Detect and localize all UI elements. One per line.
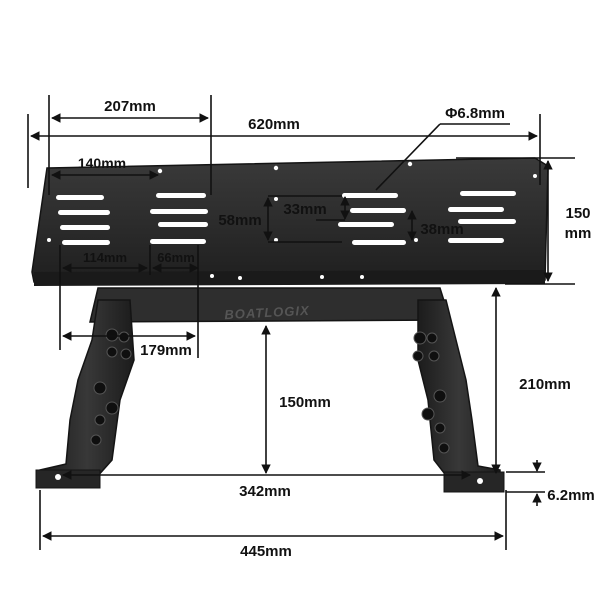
label-114mm: 114mm <box>83 250 127 265</box>
label-445mm: 445mm <box>240 543 292 560</box>
left-foot <box>35 469 101 489</box>
label-207mm: 207mm <box>104 98 156 115</box>
bracket-product-image: BOATLOGIX <box>31 157 549 493</box>
label-6-2mm: 6.2mm <box>547 487 595 504</box>
label-150-unit: mm <box>565 225 592 242</box>
label-150mm: 150mm <box>279 394 331 411</box>
label-66mm: 66mm <box>157 250 195 265</box>
label-58mm: 58mm <box>218 212 261 229</box>
label-179mm: 179mm <box>140 342 192 359</box>
plate-lower-edge <box>34 270 545 286</box>
brand-logo: BOATLOGIX <box>224 303 310 322</box>
label-210mm: 210mm <box>519 376 571 393</box>
label-38mm: 38mm <box>420 221 463 238</box>
label-620mm: 620mm <box>248 116 300 133</box>
label-33mm: 33mm <box>283 201 326 218</box>
label-140mm: 140mm <box>78 155 126 171</box>
label-342mm: 342mm <box>239 483 291 500</box>
label-150-value: 150 <box>565 205 590 222</box>
right-leg <box>417 299 501 479</box>
label-phi-6-8mm: Φ6.8mm <box>445 105 505 122</box>
plate-slots <box>56 191 516 245</box>
left-leg <box>39 299 135 479</box>
plate-holes <box>47 161 537 280</box>
dimension-labels: 207mm 620mm Φ6.8mm 140mm 150 mm 58mm 33m… <box>78 98 595 560</box>
dimension-lines <box>27 95 575 550</box>
